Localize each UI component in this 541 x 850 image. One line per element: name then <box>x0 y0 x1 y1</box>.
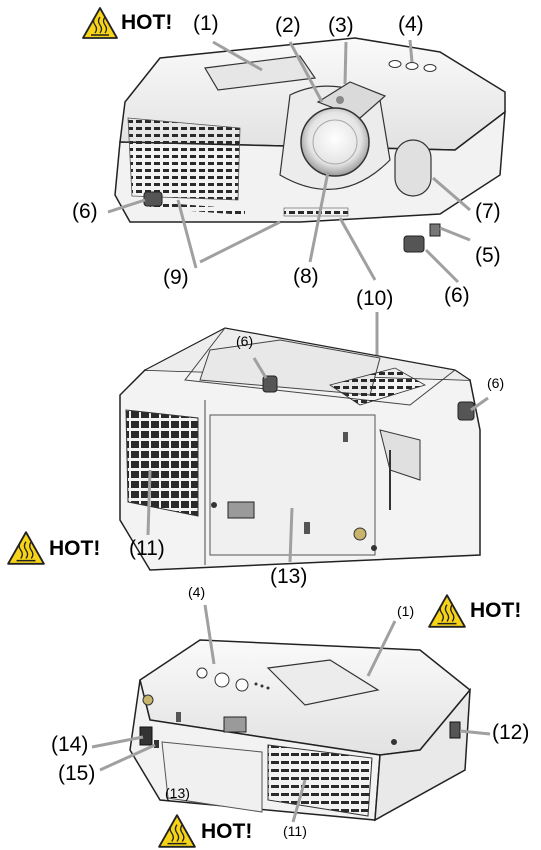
callout-filter-cover: (10) <box>356 287 394 310</box>
callout-zoom-ring: (2) <box>275 14 301 37</box>
callout-elevator-foot: (6) <box>236 333 254 349</box>
hot-warning-label: HOT! <box>201 820 253 843</box>
callout-side-port: (12) <box>492 721 530 744</box>
callout-lamp-cover: (1) <box>193 12 219 35</box>
callout-lamp-cover: (1) <box>397 603 415 619</box>
hot-warning-label: HOT! <box>49 537 101 560</box>
callout-lamp-door: (13) <box>270 565 308 588</box>
hot-surface-warning-icon <box>428 594 466 628</box>
callout-focus-ring: (3) <box>328 14 354 37</box>
callout-exhaust-vent: (11) <box>129 537 165 560</box>
bottom-view-leader-lines <box>146 357 489 563</box>
callout-control-panel: (4) <box>398 13 424 36</box>
rear-view-leader-lines <box>91 604 491 823</box>
hot-surface-warning-icon <box>158 814 196 848</box>
callout-side-button: (5) <box>475 244 501 267</box>
callout-elevator-foot: (6) <box>72 200 98 223</box>
hot-surface-warning-icon <box>7 531 45 565</box>
callout-security-slot: (15) <box>58 762 96 785</box>
callout-elevator-foot: (6) <box>487 375 505 391</box>
front-view-projector <box>114 37 506 253</box>
callout-exhaust-vent: (11) <box>283 823 307 839</box>
hot-warning-label: HOT! <box>121 11 173 34</box>
callout-lamp-door: (13) <box>165 785 190 801</box>
callout-intake-vent: (9) <box>163 266 189 289</box>
callout-remote-sensor: (7) <box>475 200 501 223</box>
hot-warning-label: HOT! <box>470 599 522 622</box>
callout-lens: (8) <box>293 265 319 288</box>
callout-control-panel: (4) <box>188 584 206 600</box>
hot-surface-warning-icon <box>82 7 118 39</box>
rear-view-projector <box>129 639 472 822</box>
bottom-view-projector <box>119 327 481 571</box>
callout-elevator-foot: (6) <box>444 284 470 307</box>
front-view-leader-lines <box>107 39 471 368</box>
callout-ac-inlet: (14) <box>51 733 89 756</box>
